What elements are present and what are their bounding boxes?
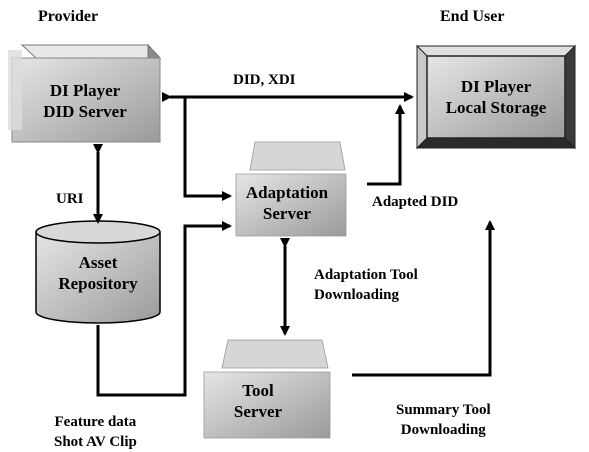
adaptation-server-label: Adaptation Server (232, 182, 342, 224)
adaptation-tool-line2: Downloading (314, 287, 400, 303)
adaptation-tool-label: Adaptation Tool Downloading (314, 265, 418, 305)
edge-summary-tool (352, 220, 495, 377)
edge-adapted-did (367, 104, 405, 186)
tool-server-node (203, 339, 331, 439)
adapted-did-label: Adapted DID (372, 194, 459, 210)
edge-bus-to-adaptation (183, 97, 232, 201)
did-server-label: DI Player DID Server (20, 80, 150, 122)
asset-repository-node (35, 220, 161, 324)
adaptation-server-node (235, 141, 347, 237)
feature-data-line2: Shot AV Clip (54, 434, 137, 450)
local-storage-line2: Local Storage (445, 98, 547, 117)
tool-server-line2: Server (233, 402, 283, 421)
did-server-line2: DID Server (43, 102, 127, 121)
end-user-header: End User (440, 8, 505, 25)
feature-data-label: Feature data Shot AV Clip (54, 412, 137, 452)
local-storage-line1: DI Player (460, 77, 532, 96)
feature-data-line1: Feature data (54, 414, 137, 430)
adaptation-tool-line1: Adaptation Tool (314, 267, 418, 283)
did-server-line1: DI Player (49, 81, 121, 100)
asset-repository-line1: Asset (78, 253, 118, 272)
asset-repository-label: Asset Repository (40, 252, 156, 294)
adaptation-server-line1: Adaptation (245, 183, 329, 202)
local-storage-node (415, 44, 577, 150)
summary-tool-line2: Downloading (400, 422, 486, 438)
did-server-node (8, 43, 162, 144)
adaptation-server-line2: Server (262, 204, 312, 223)
tool-server-label: Tool Server (208, 380, 308, 422)
uri-label: URI (56, 191, 84, 207)
asset-repository-line2: Repository (58, 274, 138, 293)
tool-server-line1: Tool (242, 381, 274, 400)
did-xdi-label: DID, XDI (233, 72, 296, 88)
edge-feature-data (96, 221, 232, 397)
connectors (93, 92, 495, 397)
summary-tool-line1: Summary Tool (396, 402, 491, 418)
summary-tool-label: Summary Tool Downloading (396, 400, 491, 440)
provider-header: Provider (38, 8, 99, 25)
local-storage-label: DI Player Local Storage (427, 76, 565, 118)
